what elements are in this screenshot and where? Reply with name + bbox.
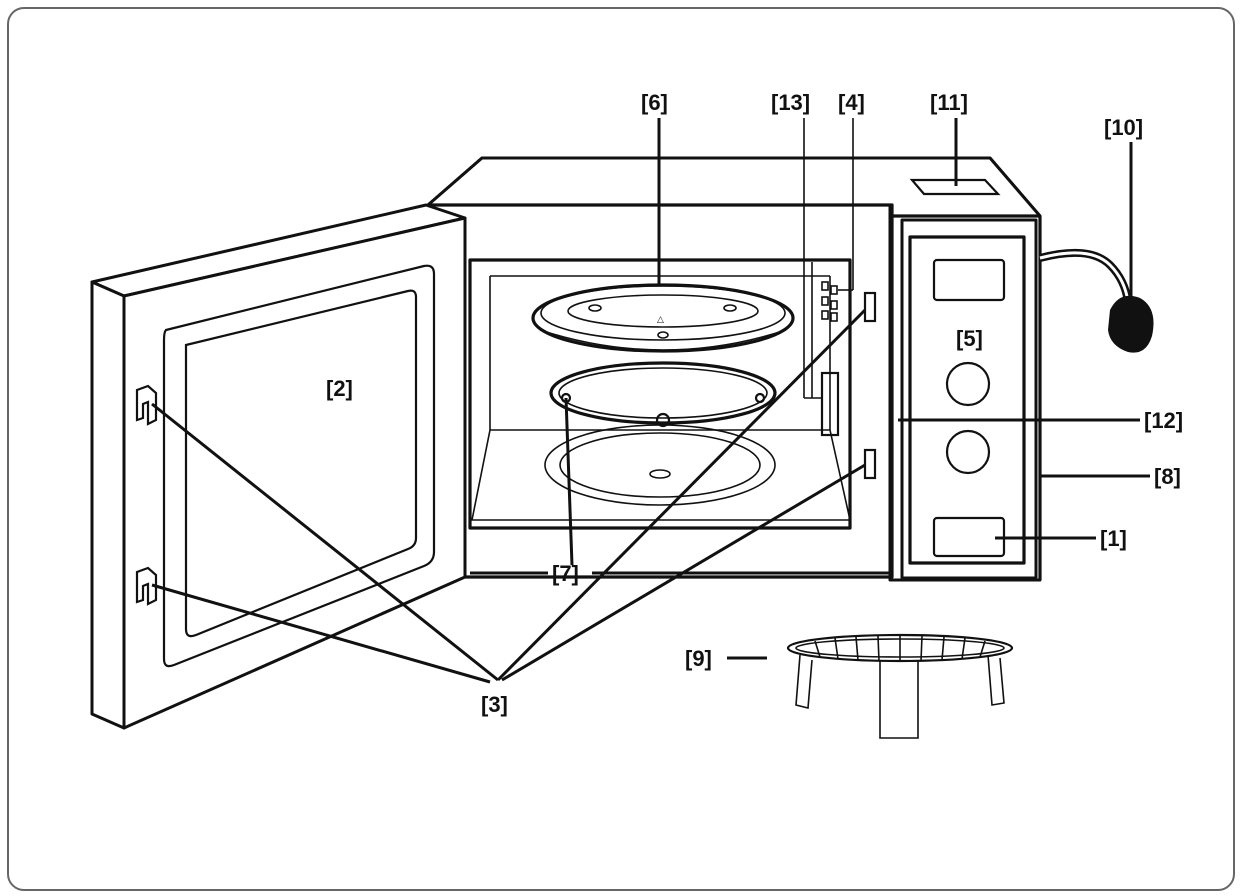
label-13: [13] [771, 90, 810, 115]
control-knob-top [945, 361, 991, 407]
label-8: [8] [1154, 464, 1181, 489]
label-1: [1] [1100, 526, 1127, 551]
label-4: [4] [838, 90, 865, 115]
label-5: [5] [956, 326, 983, 351]
display-window [932, 258, 1006, 302]
turntable-ring [549, 361, 777, 428]
latch-hole-bottom [863, 448, 877, 480]
control-knob-bottom [945, 429, 991, 475]
label-6: [6] [641, 90, 668, 115]
label-9: [9] [685, 646, 712, 671]
cavity-vents [821, 281, 838, 322]
high-rack [786, 633, 1014, 739]
label-11: [11] [930, 90, 968, 115]
label-12: [12] [1144, 408, 1183, 433]
label-10: [10] [1104, 115, 1143, 140]
label-7: [7] [552, 561, 579, 586]
door-hook-bottom [135, 566, 158, 606]
control-panel [900, 218, 1038, 580]
power-cord [1038, 248, 1154, 353]
glass-tray: △ [531, 283, 795, 353]
label-3: [3] [481, 692, 508, 717]
latch-hole-top [863, 291, 877, 323]
power-plug [1108, 295, 1154, 353]
door-hook-top [135, 384, 158, 426]
label-2: [2] [326, 376, 353, 401]
svg-text:△: △ [657, 315, 664, 325]
waveguide-cover [820, 371, 840, 437]
rating-label-plate [909, 178, 1001, 196]
part-labels: [6] [13] [4] [11] [10] [5] [2] [12] [8] … [326, 90, 1183, 717]
leader-lines [151, 118, 1150, 684]
